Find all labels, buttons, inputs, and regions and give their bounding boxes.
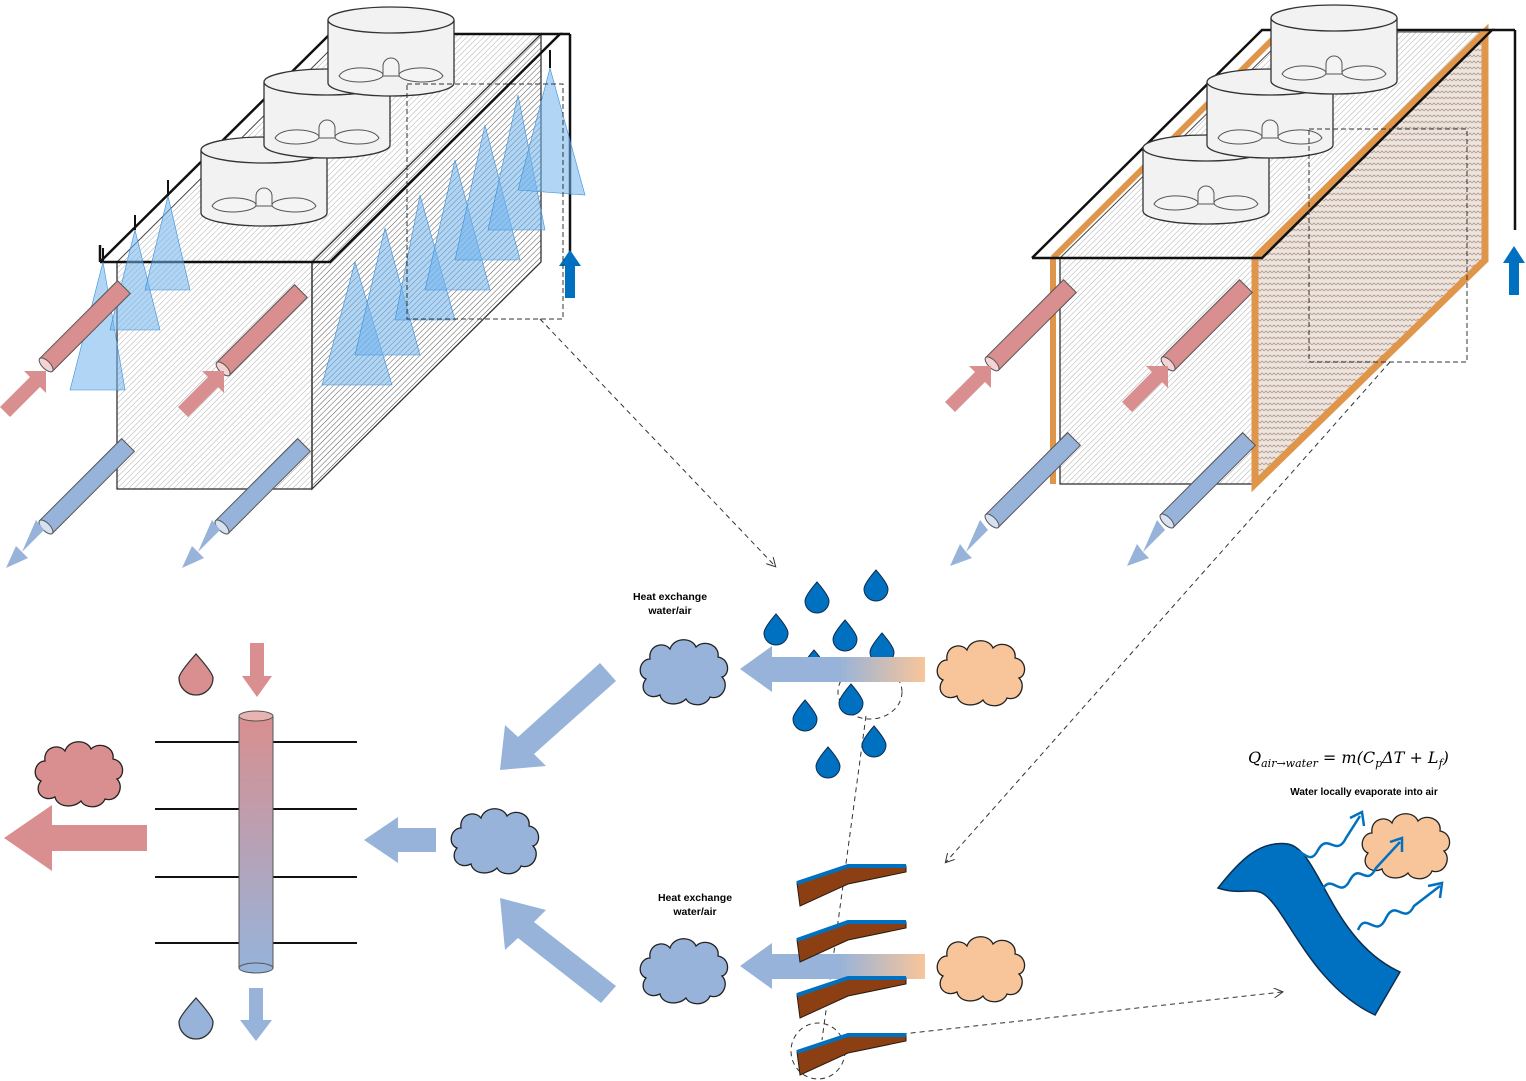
evaporation-label: Water locally evaporate into air	[1290, 787, 1438, 798]
hot-water-in-arrow-icon	[945, 366, 1168, 412]
water-supply-arrow-icon	[559, 250, 581, 298]
wet-pad-cooler-unit	[945, 4, 1525, 566]
arrow-left-icon	[364, 817, 436, 863]
convergence-arrows	[364, 663, 616, 1003]
formula-middle: ΔT + L	[1382, 748, 1439, 767]
hot-water-in-arrow-icon	[0, 371, 224, 417]
heat-exchange-label-top: Heat exchange water/air	[610, 590, 730, 618]
droplet-icon	[815, 746, 841, 779]
formula-close: )	[1442, 748, 1449, 767]
heat-exchange-label-line2: water/air	[648, 605, 692, 617]
formula-q: Q	[1248, 748, 1262, 767]
hot-droplet-icon	[178, 653, 214, 696]
evaporation-arrows	[1288, 810, 1444, 931]
pad-unit-fans	[1142, 4, 1398, 225]
cold-water-out-arrow-icon	[950, 520, 1165, 566]
wet-pad-plates	[796, 864, 907, 1076]
arrow-up-left-icon	[500, 898, 616, 1003]
air-stream-pad	[740, 943, 925, 989]
hot-water-down-arrow-icon	[242, 643, 272, 697]
cool-air-cloud-icon	[639, 938, 729, 1005]
droplet-icon	[804, 581, 830, 614]
cool-air-cloud-icon	[639, 639, 729, 706]
water-supply-arrow-icon	[1503, 246, 1525, 295]
spray-cooler-unit	[0, 6, 586, 568]
hot-inlet-pipes	[984, 279, 1253, 372]
cold-water-down-arrow-icon	[240, 988, 272, 1041]
heat-exchange-label-bottom: Heat exchange water/air	[635, 891, 755, 919]
arrow-down-left-icon	[500, 663, 616, 770]
cold-water-out-arrow-icon	[6, 520, 220, 568]
fan-icon	[327, 6, 455, 97]
heat-exchange-label-line1: Heat exchange	[657, 892, 733, 904]
hot-air-cloud-icon	[34, 741, 124, 808]
formula-q-subscript: air→water	[1261, 757, 1318, 771]
finned-tube-coil	[155, 710, 357, 974]
spray-droplets	[763, 569, 895, 779]
fan-icon	[200, 136, 328, 227]
cool-air-cloud-icon	[450, 808, 540, 875]
warm-air-cloud-icon	[936, 936, 1026, 1003]
heat-exchange-label-line1: Heat exchange	[632, 591, 708, 603]
droplet-icon	[792, 699, 818, 732]
warm-air-cloud-icon	[1361, 813, 1451, 880]
formula-equals: = m(C	[1317, 748, 1376, 767]
clouds	[34, 639, 1451, 1005]
droplet-icon	[861, 725, 887, 758]
water-film	[1216, 842, 1402, 1016]
droplet-icon	[838, 683, 864, 716]
hot-inlet-pipes	[38, 280, 308, 377]
cold-outlet-pipes	[38, 437, 312, 535]
warm-air-cloud-icon	[936, 640, 1026, 707]
hot-air-out-arrow-icon	[4, 805, 147, 871]
cold-outlet-pipes	[984, 431, 1257, 529]
formula-lf-subscript: f	[1438, 757, 1443, 771]
wet-pad-face	[1251, 23, 1489, 493]
spray-unit-fans	[200, 6, 455, 227]
droplet-icon	[863, 569, 889, 602]
droplet-icon	[832, 619, 858, 652]
air-stream-spray	[740, 646, 925, 692]
heat-transfer-formula: Qair→water = m(CpΔT + Lf)	[1248, 748, 1449, 770]
droplet-icon	[763, 613, 789, 646]
cold-droplet-icon	[178, 997, 214, 1040]
fan-icon	[1270, 4, 1398, 95]
formula-cp-subscript: p	[1375, 757, 1383, 771]
heat-exchange-label-line2: water/air	[673, 906, 717, 918]
